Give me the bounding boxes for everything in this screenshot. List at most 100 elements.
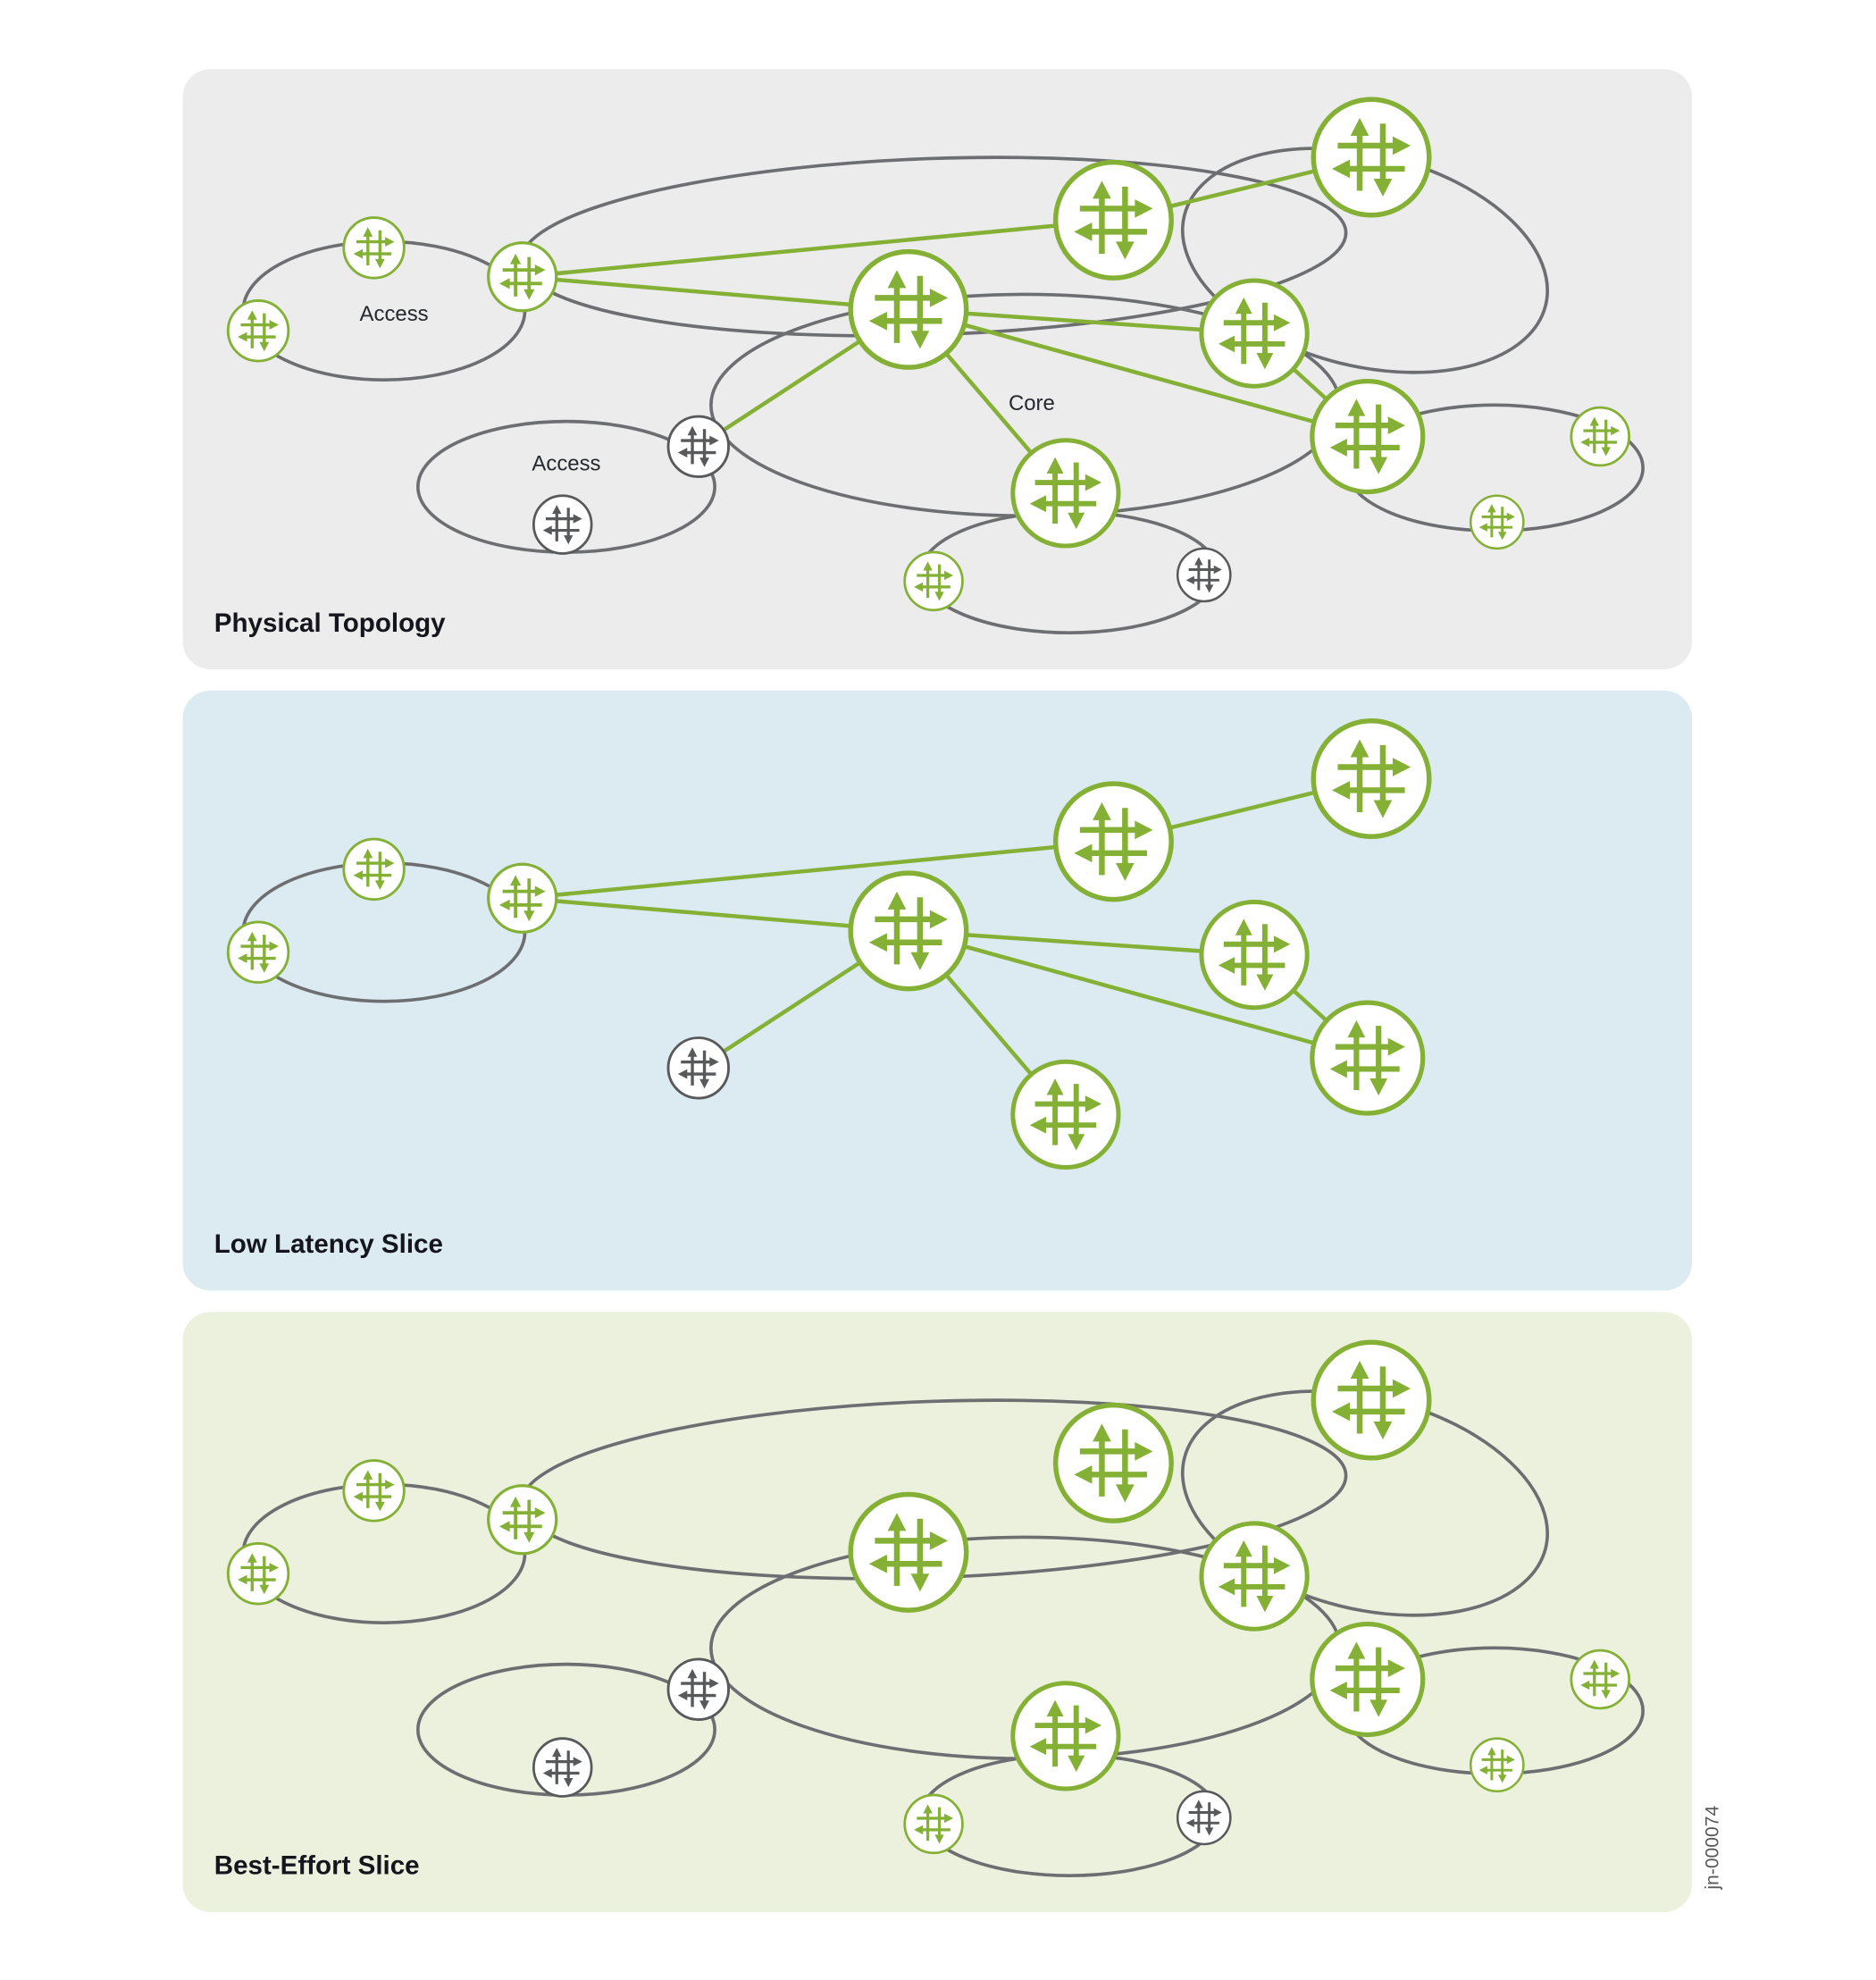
panel-title-physical-topology: Physical Topology	[214, 608, 446, 638]
router-arrowhead-icon	[1235, 1540, 1252, 1557]
router-arrowhead-icon	[1115, 241, 1135, 260]
router-circle	[1052, 781, 1174, 902]
router-arrowhead-icon	[687, 1668, 698, 1679]
router-circle	[903, 550, 964, 612]
router-node-bottom-router1	[903, 550, 964, 612]
router-node-core6	[1010, 438, 1121, 549]
router-arrowhead-icon	[910, 1573, 930, 1592]
router-arrowhead-icon	[353, 248, 364, 259]
router-circle	[1176, 1790, 1232, 1846]
router-circle	[1010, 438, 1121, 549]
router-arrowhead-icon	[363, 227, 373, 237]
router-node-access1-agg	[487, 1484, 558, 1556]
router-circle	[848, 1491, 969, 1613]
router-arrowhead-icon	[269, 941, 280, 952]
router-arrowhead-icon	[247, 931, 257, 942]
router-arrowhead-icon	[934, 591, 944, 601]
router-arrowhead-icon	[929, 289, 948, 307]
router-arrowhead-icon	[1329, 439, 1347, 457]
router-circle	[532, 1737, 593, 1798]
router-node-access2-agg	[666, 415, 731, 479]
router-arrowhead-icon	[944, 570, 954, 581]
router-arrowhead-icon	[385, 237, 395, 248]
router-arrowhead-icon	[1068, 1755, 1085, 1773]
router-circle	[342, 216, 406, 280]
router-arrowhead-icon	[1497, 532, 1507, 541]
router-arrowhead-icon	[1373, 1421, 1393, 1440]
router-arrowhead-icon	[542, 525, 552, 535]
router-arrowhead-icon	[1387, 1659, 1405, 1678]
router-arrowhead-icon	[1074, 843, 1093, 863]
router-node-core3	[848, 1491, 969, 1613]
router-circle	[1199, 278, 1310, 389]
router-arrowhead-icon	[1068, 1134, 1085, 1151]
router-circle	[1052, 159, 1174, 281]
router-arrowhead-icon	[1497, 1774, 1507, 1783]
router-arrowhead-icon	[353, 870, 364, 881]
router-circle	[1199, 1521, 1310, 1632]
router-arrowhead-icon	[1085, 1095, 1102, 1113]
router-arrowhead-icon	[534, 1507, 546, 1519]
router-arrowhead-icon	[868, 933, 887, 952]
router-arrowhead-icon	[1135, 820, 1153, 840]
router-arrowhead-icon	[887, 270, 907, 289]
router-circle	[1311, 1339, 1432, 1461]
router-arrowhead-icon	[1115, 1484, 1135, 1503]
slice-link-core3-core5	[908, 928, 1369, 1061]
router-arrowhead-icon	[1085, 474, 1102, 491]
router-arrowhead-icon	[929, 910, 948, 929]
router-node-core6	[1010, 1681, 1121, 1791]
router-arrowhead-icon	[1601, 1690, 1611, 1699]
router-arrowhead-icon	[238, 331, 247, 342]
router-arrowhead-icon	[564, 1778, 574, 1788]
router-arrowhead-icon	[1506, 1755, 1515, 1765]
router-arrowhead-icon	[1387, 1037, 1405, 1056]
router-circle	[1570, 1649, 1631, 1710]
router-arrowhead-icon	[510, 1496, 522, 1507]
router-arrowhead-icon	[1194, 557, 1203, 566]
router-arrowhead-icon	[534, 264, 546, 276]
router-arrowhead-icon	[1347, 1019, 1366, 1038]
router-arrowhead-icon	[910, 331, 930, 349]
router-arrowhead-icon	[374, 880, 385, 890]
router-arrowhead-icon	[1369, 1078, 1388, 1096]
router-node-core2	[1311, 717, 1432, 839]
router-circle	[487, 862, 558, 934]
router-arrowhead-icon	[910, 952, 930, 970]
router-arrowhead-icon	[1273, 935, 1291, 953]
router-arrowhead-icon	[1331, 781, 1351, 800]
router-circle	[1199, 899, 1310, 1011]
router-circle	[1310, 1621, 1426, 1738]
router-arrowhead-icon	[1218, 956, 1235, 974]
router-arrowhead-icon	[677, 1069, 688, 1079]
router-circle	[1052, 1402, 1174, 1523]
router-arrowhead-icon	[1589, 416, 1599, 426]
router-circle	[666, 1657, 731, 1722]
router-node-right-router2	[1469, 494, 1525, 550]
router-arrowhead-icon	[1273, 1556, 1291, 1574]
router-arrowhead-icon	[1506, 512, 1515, 522]
router-circle	[1176, 547, 1232, 603]
router-arrowhead-icon	[1213, 565, 1222, 575]
router-circle	[1311, 717, 1432, 839]
router-node-core1	[1052, 1402, 1174, 1523]
router-arrowhead-icon	[1185, 575, 1194, 585]
router-circle	[1570, 406, 1631, 467]
router-arrowhead-icon	[1135, 1442, 1153, 1461]
router-arrowhead-icon	[259, 963, 270, 973]
figure-id-watermark: jn-000074	[1703, 1805, 1723, 1890]
router-arrowhead-icon	[1331, 1402, 1351, 1422]
router-arrowhead-icon	[1329, 1060, 1347, 1078]
router-circle	[1469, 1737, 1525, 1793]
router-arrowhead-icon	[1029, 1116, 1047, 1134]
router-node-core6	[1010, 1059, 1121, 1170]
router-circle	[532, 494, 593, 555]
router-arrowhead-icon	[510, 875, 522, 886]
router-arrowhead-icon	[1369, 1699, 1388, 1717]
router-node-core3	[848, 248, 969, 370]
router-arrowhead-icon	[1235, 919, 1252, 935]
router-arrowhead-icon	[699, 1700, 709, 1710]
router-arrowhead-icon	[1256, 352, 1274, 370]
router-circle	[903, 1793, 964, 1855]
router-arrowhead-icon	[1347, 1641, 1366, 1659]
